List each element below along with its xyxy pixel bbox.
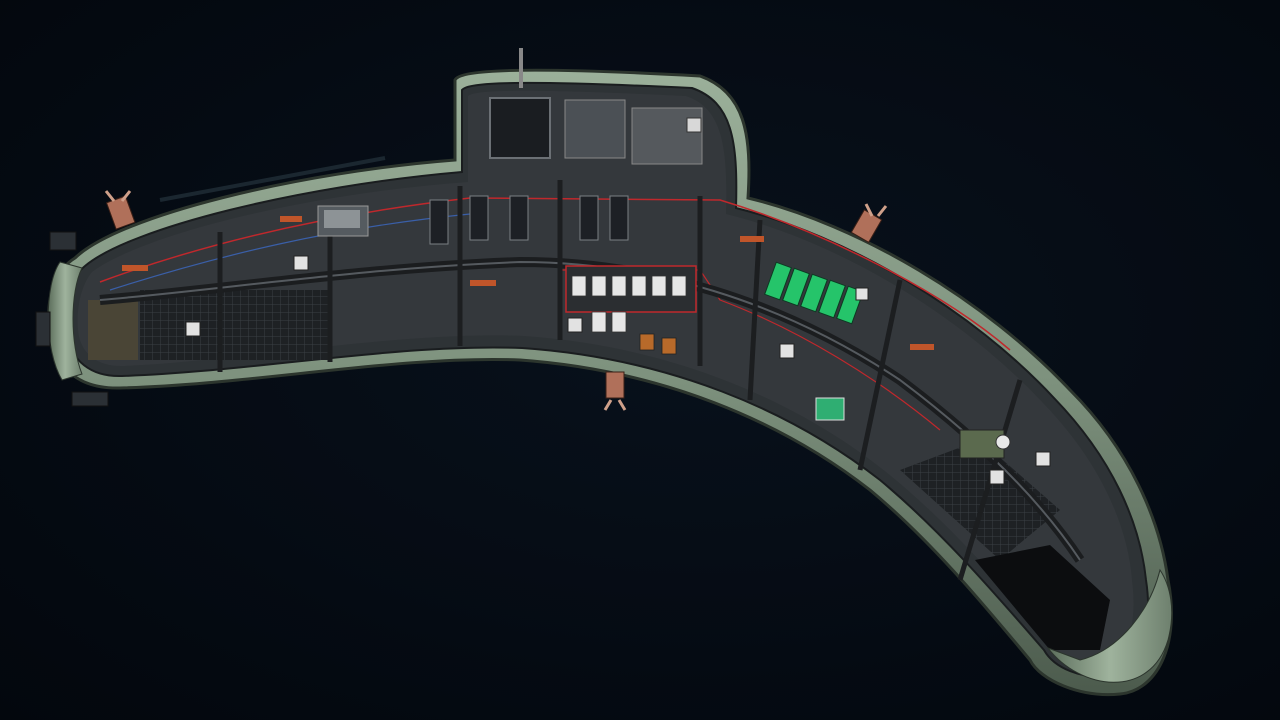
bow-grate: [900, 440, 1060, 560]
aft-fin-bottom: [71, 391, 109, 407]
antenna-mast: [519, 48, 523, 88]
tower-cabinet-1: [564, 99, 626, 159]
room-tags: [122, 216, 934, 350]
bow-cap: [1046, 568, 1173, 683]
blue-wiring-upper: [109, 213, 471, 291]
tower-airlock: [489, 97, 551, 159]
rear-grate: [140, 290, 330, 360]
bow-dark-compartment: [975, 545, 1110, 650]
tower-hatch-icon: [686, 117, 702, 133]
aft-machinery-block: [88, 300, 138, 360]
docking-port-aft-top: [104, 190, 136, 230]
top-rail: [159, 156, 386, 202]
vent-fans: [185, 255, 1051, 485]
pump-unit: [815, 397, 845, 421]
red-wiring-lower: [560, 269, 941, 431]
aft-fin-top: [49, 231, 77, 251]
tower-cabinet-2: [631, 107, 703, 165]
docking-port-mid-bottom: [603, 371, 627, 411]
medbay-cross-icon: [995, 434, 1011, 450]
docking-port-fore-top: [850, 203, 888, 244]
control-screen: [324, 210, 360, 228]
bulkheads: [217, 180, 1023, 581]
cryo-tubes: [429, 195, 629, 245]
aft-nozzle: [47, 261, 83, 381]
fuel-crates: [639, 333, 677, 355]
aft-fin-side: [35, 311, 51, 347]
lockers: [571, 275, 687, 333]
